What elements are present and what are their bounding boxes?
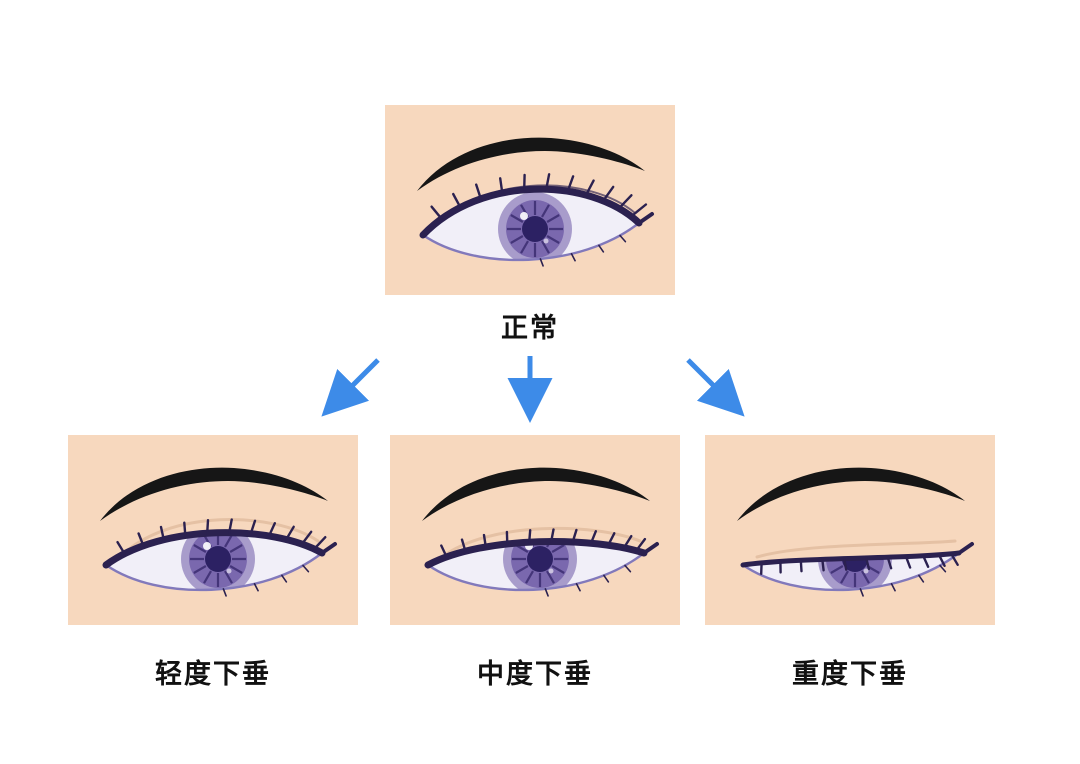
- arrow-down-right: [686, 358, 745, 417]
- panel-mild-ptosis: [68, 435, 358, 625]
- label-moderate-ptosis: 中度下垂: [477, 659, 593, 689]
- mild-ptosis-eye-illustration: [100, 467, 337, 597]
- label-normal: 正常: [501, 313, 559, 343]
- moderate-ptosis-eye-illustration: [422, 467, 659, 597]
- severe-ptosis-eye-illustration: [737, 467, 974, 597]
- normal-eye-illustration: [417, 137, 654, 267]
- panel-severe-ptosis: [705, 435, 995, 625]
- panel-moderate-ptosis: [390, 435, 680, 625]
- label-mild-ptosis: 轻度下垂: [155, 659, 271, 689]
- label-severe-ptosis: 重度下垂: [792, 659, 908, 689]
- panel-normal-eye: [385, 105, 675, 295]
- arrow-down-left: [321, 358, 380, 417]
